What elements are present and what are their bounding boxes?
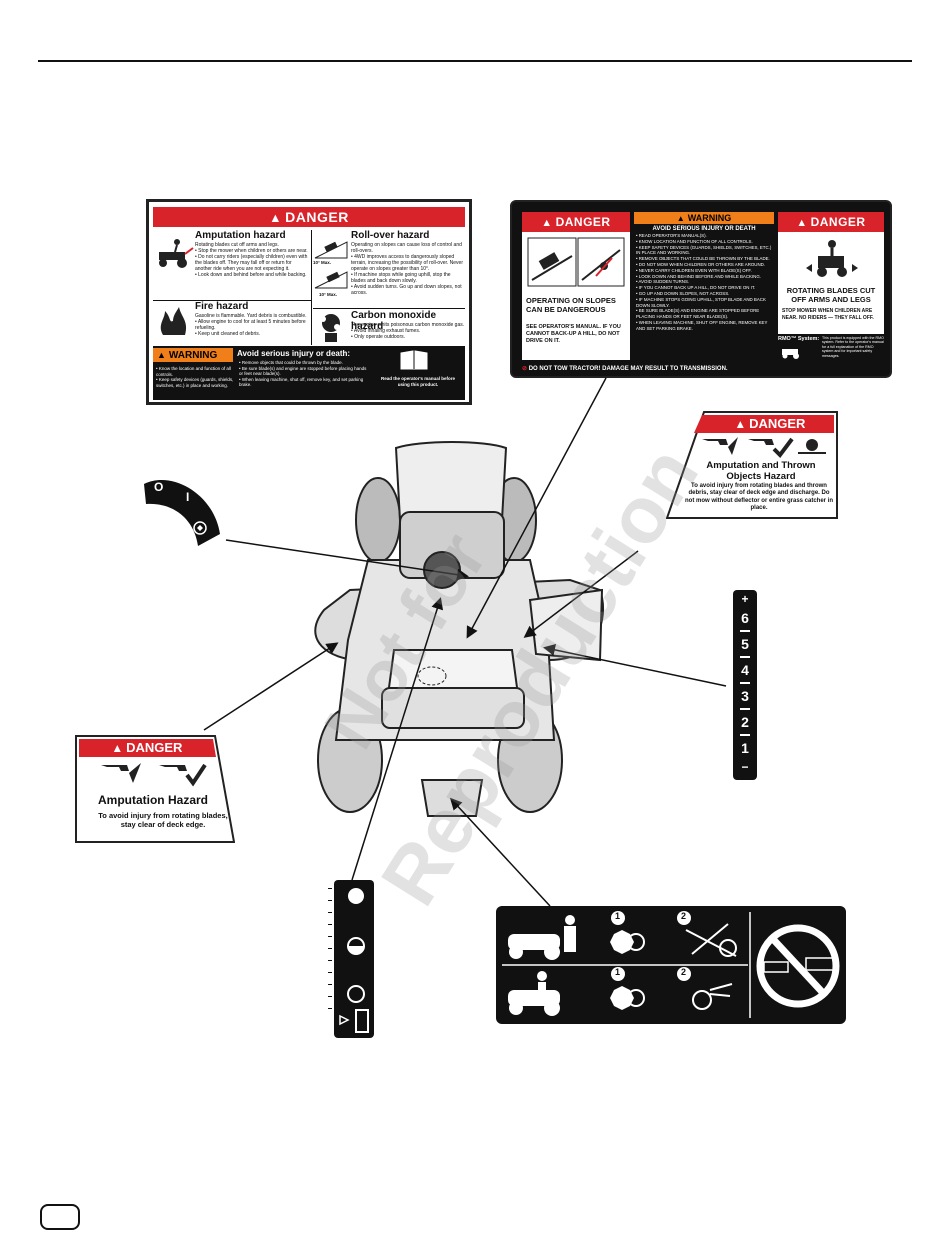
height-2: 2 — [741, 714, 749, 730]
danger-header: ▲DANGER — [522, 212, 630, 232]
height-6: 6 — [741, 610, 749, 626]
height-minus: − — [741, 760, 749, 774]
co-text: The engine emits poisonous carbon monoxi… — [351, 322, 465, 340]
rotating-subtext: STOP MOWER WHEN CHILDREN ARE NEAR. NO RI… — [782, 308, 874, 321]
warning-triangle-icon: ▲ — [734, 418, 747, 431]
amputation-text: To avoid injury from rotating blades, st… — [98, 811, 228, 829]
rollover-title: Roll-over hazard — [351, 230, 430, 241]
manual-book-icon — [400, 350, 428, 370]
cutting-height-scale: + 6 5 4 3 2 1 − — [733, 590, 757, 780]
fire-text: Gasoline is flammable. Yard debris is co… — [195, 313, 307, 337]
key-on-label: I — [186, 490, 190, 504]
gauge-ticks — [328, 888, 332, 1028]
step-2-badge: 2 — [681, 911, 687, 921]
starting-procedure-graphic — [502, 911, 840, 1018]
warning-triangle-icon: ▲ — [269, 211, 283, 225]
warning-mid-text: • Remove objects that could be thrown by… — [239, 360, 367, 387]
warning-list: • READ OPERATOR'S MANUAL(S).• KNOW LOCAT… — [636, 233, 772, 331]
mower-rider-icon — [159, 239, 194, 268]
height-1: 1 — [741, 740, 749, 756]
height-plus: + — [741, 592, 749, 606]
tick — [740, 682, 750, 684]
lawn-tractor-illustration — [314, 441, 605, 817]
safety-decal-main: ▲DANGER Amputation hazard Rotating blade… — [146, 199, 472, 405]
thrown-objects-text: To avoid injury from rotating blades and… — [684, 483, 834, 512]
carbon-monoxide-section: Carbon monoxide hazard The engine emits … — [313, 308, 465, 347]
danger-header: ▲DANGER — [706, 415, 834, 433]
warning-header: ▲WARNING — [153, 348, 233, 362]
danger-header: ▲DANGER — [79, 739, 215, 757]
blade-hazard-icons — [702, 437, 826, 459]
fumes-icon — [320, 314, 340, 342]
rollover-text: Operating on slopes can cause loss of co… — [351, 242, 463, 296]
warning-triangle-icon: ▲ — [676, 214, 685, 223]
tick — [740, 656, 750, 658]
thrown-objects-decal: ▲DANGER Amputation and Thrown Objects Ha… — [666, 411, 838, 519]
decal-outline — [666, 411, 838, 519]
rotating-text: ROTATING BLADES CUT OFF ARMS AND LEGS — [786, 286, 876, 304]
slope-degree-2: 10° Max. — [319, 292, 338, 297]
avoid-title: AVOID SERIOUS INJURY OR DEATH — [652, 226, 756, 232]
rider-mower-icon — [806, 240, 858, 277]
warning-triangle-icon: ▲ — [796, 217, 808, 229]
height-4: 4 — [741, 662, 749, 678]
amputation-text: Rotating blades cut off arms and legs. •… — [195, 242, 308, 278]
slope-rollover-icon — [527, 237, 625, 287]
rollover-slope-icon — [314, 241, 348, 289]
engine-start-icon — [193, 521, 207, 535]
tow-footer: ⊘ DO NOT TOW TRACTOR! DAMAGE MAY RESULT … — [522, 366, 728, 372]
fire-icon — [160, 307, 187, 335]
rotating-blades-panel: ▲DANGER ROTATING BLADES CUT OFF ARMS AND… — [778, 212, 884, 334]
amputation-section: Amputation hazard Rotating blades cut of… — [153, 230, 312, 301]
amputation-title: Amputation hazard — [195, 230, 286, 241]
amputation-decal: ▲DANGER Amputation Hazard To avoid injur… — [75, 735, 235, 843]
slopes-text: OPERATING ON SLOPES CAN BE DANGEROUS — [526, 296, 616, 314]
fuel-gauge-graphic — [339, 888, 369, 1033]
page-number-box — [40, 1204, 80, 1230]
rmo-mower-icon — [782, 349, 799, 359]
slope-degree-1: 10° Max. — [313, 260, 332, 265]
co-title: Carbon monoxide hazard — [351, 310, 437, 332]
fire-title: Fire hazard — [195, 301, 249, 312]
step-2b-badge: 2 — [681, 967, 687, 977]
slopes-subtext: SEE OPERATOR'S MANUAL. IF YOU CANNOT BAC… — [526, 324, 621, 344]
blade-hazard-icons — [101, 763, 207, 787]
fuel-gauge-decal — [328, 880, 374, 1038]
slopes-panel: ▲DANGER OPERATING ON SLOPES CAN BE DANGE… — [522, 212, 630, 360]
fire-section: Fire hazard Gasoline is flammable. Yard … — [153, 301, 312, 345]
amputation-title: Amputation Hazard — [97, 793, 208, 807]
step-1b-badge: 1 — [615, 967, 621, 977]
height-5: 5 — [741, 636, 749, 652]
no-symbol-icon: ⊘ — [522, 366, 528, 372]
rmo-text: This product is equipped with the RMO sy… — [822, 336, 884, 358]
height-3: 3 — [741, 688, 749, 704]
warning-triangle-icon: ▲ — [157, 350, 166, 360]
warning-header: ▲WARNING — [634, 212, 774, 224]
warning-triangle-icon: ▲ — [111, 742, 124, 755]
decal-outline — [75, 735, 235, 843]
warning-triangle-icon: ▲ — [541, 217, 553, 229]
ignition-key-decal: O I — [142, 474, 222, 550]
warning-panel: ▲WARNING AVOID SERIOUS INJURY OR DEATH •… — [634, 212, 774, 360]
rollover-section: 10° Max. 10° Max. Roll-over hazard Opera… — [313, 230, 465, 308]
avoid-title: Avoid serious injury or death: — [237, 349, 351, 358]
rmo-label: RMO™ System: — [778, 336, 820, 342]
danger-header: ▲DANGER — [778, 212, 884, 232]
starting-procedure-decal: 1 2 1 2 — [496, 906, 846, 1024]
manual-text: Read the operator's manual before using … — [380, 376, 456, 387]
step-1-badge: 1 — [615, 911, 621, 921]
tick — [740, 734, 750, 736]
thrown-objects-title: Amputation and Thrown Objects Hazard — [706, 460, 816, 482]
danger-header: ▲DANGER — [153, 207, 465, 227]
top-rule — [38, 60, 912, 62]
safety-decal-slopes: ▲DANGER OPERATING ON SLOPES CAN BE DANGE… — [510, 200, 892, 378]
key-off-label: O — [154, 480, 164, 494]
warning-section: ▲WARNING Avoid serious injury or death: … — [153, 346, 465, 400]
rmo-panel: RMO™ System: This product is equipped wi… — [778, 336, 884, 362]
tick — [740, 708, 750, 710]
tick — [740, 630, 750, 632]
warning-left-text: • Know the location and function of all … — [156, 366, 234, 388]
